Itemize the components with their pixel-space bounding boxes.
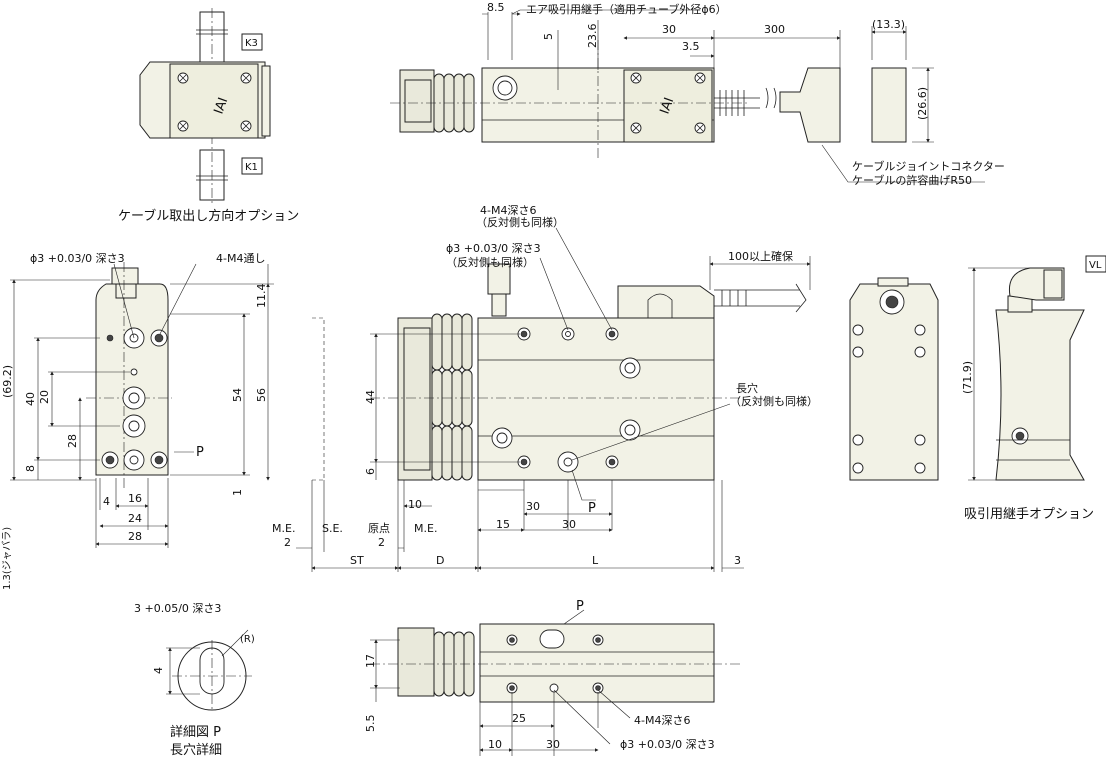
dim-6: 6 [364, 468, 377, 475]
bottom-view: P 4-M4深さ6 ϕ3 +0.03/0 深さ3 17 5.5 25 10 30 [364, 599, 740, 756]
label-d: D [436, 554, 444, 567]
cable-option-view: IAI K3 K1 ケーブル取出し方向オプション [118, 8, 299, 224]
main-side-view: 4-M4深さ6 （反対側も同様） ϕ3 +0.03/0 深さ3 （反対側も同様）… [272, 204, 818, 572]
detail-pin-label: 3 +0.05/0 深さ3 [134, 602, 221, 615]
dim-17: 17 [364, 654, 377, 668]
dim-jabara: 1.3(ジャバラ) [1, 527, 13, 590]
dim-30-side-a: 30 [526, 500, 540, 513]
pin-left-label: ϕ3 +0.03/0 深さ3 [30, 252, 125, 265]
dim-10: 10 [408, 498, 422, 511]
dim-3-5: 3.5 [682, 40, 700, 53]
dim-4-detail: 4 [152, 667, 165, 674]
slot-label: 長穴 [736, 381, 758, 395]
detail-p-view: 3 +0.05/0 深さ3 (R) 4 詳細図 P 長穴詳細 [134, 602, 255, 758]
opposite-side-same-3: （反対側も同様） [730, 394, 818, 408]
dim-5: 5 [542, 33, 555, 40]
dim-24: 24 [128, 512, 142, 525]
label-se: S.E. [322, 522, 343, 535]
dim-20: 20 [38, 390, 51, 404]
label-p-end: P [196, 445, 204, 460]
label-l: L [592, 554, 599, 567]
label-me1: M.E. [272, 522, 295, 535]
dim-30-top: 30 [662, 23, 676, 36]
dim-25: 25 [512, 712, 526, 725]
dim-69-2: (69.2) [1, 365, 14, 398]
dim-28-h: 28 [128, 530, 142, 543]
dim-71-9: (71.9) [961, 361, 974, 394]
dim-2-a: 2 [284, 536, 291, 549]
label-origin: 原点 [368, 522, 390, 535]
pin-bottom-label: ϕ3 +0.03/0 深さ3 [620, 738, 715, 751]
opposite-side-same-2: （反対側も同様） [446, 255, 534, 269]
air-fitting-label: エア吸引用継手（適用チューブ外径ϕ6） [526, 2, 727, 16]
detail-title: 詳細図 P [170, 724, 221, 740]
dim-30-side-b: 30 [562, 518, 576, 531]
bend-radius-label: ケーブルの許容曲げR50 [852, 173, 972, 187]
label-k3: K3 [245, 38, 258, 49]
dim-4: 4 [103, 495, 110, 508]
top-side-view: IAI 8.5 エア吸引用継手（適用チューブ外径ϕ6） 5 23.6 30 3.… [390, 1, 1005, 187]
opposite-side-same-1: （反対側も同様） [476, 215, 564, 229]
dim-23-6: 23.6 [586, 24, 599, 49]
m4-depth6-bottom-label: 4-M4深さ6 [634, 714, 690, 727]
dim-16: 16 [128, 492, 142, 505]
dim-44: 44 [364, 390, 377, 404]
logo-left: IAI [212, 96, 232, 117]
label-p-bottom: P [576, 599, 584, 614]
label-vl: VL [1089, 260, 1102, 271]
dim-1: 1 [231, 489, 244, 496]
dim-28-v: 28 [66, 434, 79, 448]
pin-top-label: ϕ3 +0.03/0 深さ3 [446, 242, 541, 255]
dim-3: 3 [734, 554, 741, 567]
cable-option-title: ケーブル取出し方向オプション [118, 208, 299, 224]
dim-8: 8 [24, 465, 37, 472]
logo-top: IAI [658, 96, 678, 117]
suction-option-view: VL (71.9) 吸引用継手オプション [849, 255, 1106, 522]
dim-8-5: 8.5 [487, 1, 505, 14]
label-r: (R) [240, 634, 255, 645]
dim-26-6: (26.6) [916, 87, 929, 120]
m4-depth6-top-label: 4-M4深さ6 [480, 204, 536, 217]
label-me2: M.E. [414, 522, 437, 535]
label-k1: K1 [245, 162, 258, 173]
label-p-side: P [588, 501, 596, 516]
dim-30-bottom: 30 [546, 738, 560, 751]
dim-54: 54 [231, 388, 244, 402]
end-view: P ϕ3 +0.03/0 深さ3 4-M4通し (69.2) 40 20 28 … [1, 252, 274, 590]
detail-subtitle: 長穴詳細 [170, 742, 222, 758]
clearance-label: 100以上確保 [728, 249, 793, 263]
dim-2-b: 2 [378, 536, 385, 549]
joint-connector-label: ケーブルジョイントコネクター [852, 159, 1005, 173]
suction-option-title: 吸引用継手オプション [964, 507, 1094, 522]
dim-15: 15 [496, 518, 510, 531]
dim-5-5: 5.5 [364, 715, 377, 733]
label-st: ST [350, 554, 364, 567]
dim-11-4: 11.4 [255, 284, 268, 309]
dim-13-3: (13.3) [872, 18, 905, 31]
dim-300: 300 [764, 23, 785, 36]
connector-view: (13.3) (26.6) [871, 18, 934, 143]
dim-10-bottom: 10 [488, 738, 502, 751]
dim-56: 56 [255, 388, 268, 402]
m4-through-label: 4-M4通し [216, 252, 265, 265]
dim-40: 40 [24, 392, 37, 406]
